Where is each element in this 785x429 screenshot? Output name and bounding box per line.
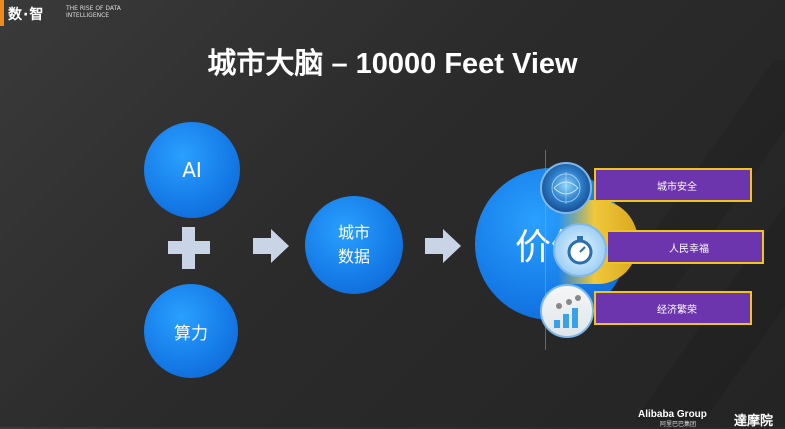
logo-text-en: THE RISE OF DATA INTELLIGENCE — [66, 5, 121, 19]
arrow-right-icon — [425, 229, 461, 263]
brain-globe-icon — [540, 162, 592, 214]
node-ai-label: AI — [182, 158, 202, 182]
alibaba-group-logo-cn: 阿里巴巴集团 — [660, 421, 697, 428]
outcome-label: 经济繁荣 — [657, 304, 697, 316]
logo-accent-bar — [0, 0, 4, 26]
alibaba-group-logo: Alibaba Group — [638, 409, 707, 420]
node-city-data-line2: 数据 — [337, 247, 370, 266]
node-city-data: 城市 数据 — [305, 196, 403, 294]
node-city-data-line1: 城市 — [337, 223, 370, 242]
arrow-right-icon — [253, 229, 289, 263]
damo-academy-logo: 達摩院 — [734, 414, 774, 429]
node-ai: AI — [144, 122, 240, 218]
node-compute-label: 算力 — [174, 323, 208, 344]
people-growth-icon — [540, 284, 594, 338]
outcome-bar-safety: 城市安全 — [594, 168, 752, 202]
node-compute: 算力 — [144, 284, 238, 378]
stopwatch-icon — [553, 223, 607, 277]
logo-text-cn: 数·智 — [8, 7, 45, 23]
outcome-label: 人民幸福 — [669, 243, 709, 255]
slide-title: 城市大脑 – 10000 Feet View — [207, 48, 578, 80]
outcome-label: 城市安全 — [657, 181, 697, 193]
outcome-bar-happiness: 人民幸福 — [606, 230, 764, 264]
plus-icon — [168, 227, 210, 269]
connector-line — [545, 150, 546, 350]
outcome-bar-prosperity: 经济繁荣 — [594, 291, 752, 325]
